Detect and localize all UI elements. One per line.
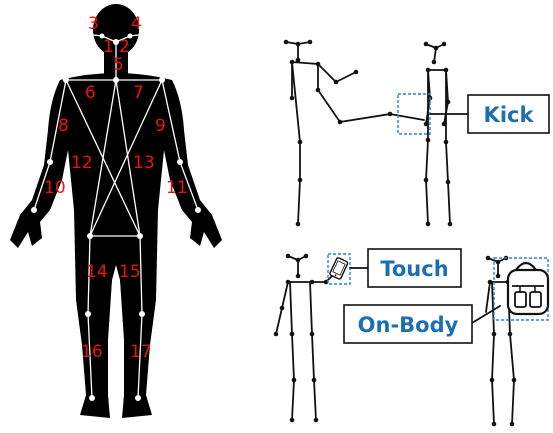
keypoint-label-7: 7 (133, 83, 144, 103)
keypoint-label-5: 5 (113, 55, 124, 75)
stick-figure-kicker (284, 40, 424, 227)
backpack-icon (508, 263, 548, 314)
smartphone-icon (329, 257, 348, 279)
keypoint-label-4: 4 (131, 14, 142, 34)
keypoint-label-9: 9 (155, 116, 166, 136)
keypoint-label-11: 11 (166, 178, 188, 198)
keypoint-label-17: 17 (130, 342, 152, 362)
keypoint-label-8: 8 (58, 116, 69, 136)
keypoint-label-1: 1 (103, 37, 114, 57)
keypoint-label-16: 16 (81, 342, 103, 362)
on-body-label: On-Body (358, 313, 459, 337)
keypoint-label-10: 10 (44, 178, 66, 198)
kick-scene: Kick (284, 40, 549, 227)
keypoint-label-12: 12 (71, 153, 93, 173)
keypoint-label-2: 2 (119, 37, 130, 57)
keypoint-label-3: 3 (88, 14, 99, 34)
keypoint-label-14: 14 (86, 262, 108, 282)
keypoint-label-15: 15 (119, 262, 141, 282)
keypoint-label-6: 6 (85, 83, 96, 103)
stick-figure-touch (274, 254, 340, 423)
kick-label: Kick (484, 103, 535, 127)
kick-contact-box (398, 94, 430, 134)
touch-label: Touch (380, 257, 448, 281)
keypoint-label-13: 13 (133, 153, 155, 173)
stick-figure-target (424, 42, 453, 227)
